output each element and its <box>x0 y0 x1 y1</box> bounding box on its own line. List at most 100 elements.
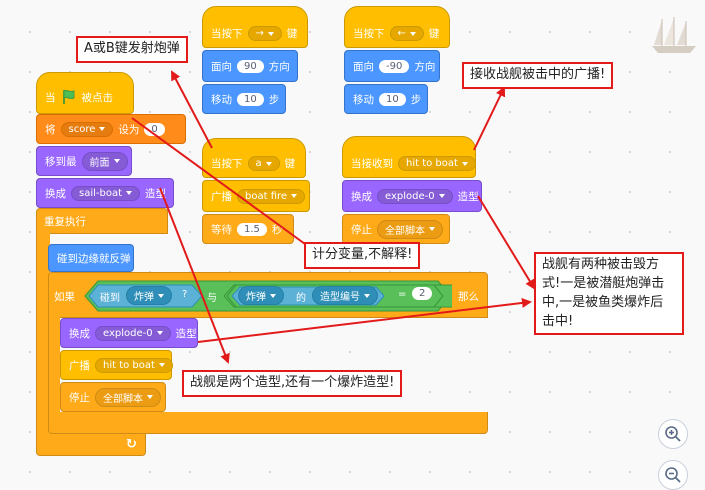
variable-dropdown[interactable]: score <box>60 121 114 137</box>
annotation-fire: A或B键发射炮弹 <box>76 36 188 63</box>
touching-question: ? <box>182 289 188 300</box>
dir-suffix: 方向 <box>414 60 436 73</box>
message-dropdown[interactable]: hit to boat <box>398 156 476 171</box>
forever-bottom[interactable] <box>36 432 146 456</box>
wait-input[interactable]: 1.5 <box>237 222 267 236</box>
costume-label: 换成 <box>45 187 66 200</box>
key-dropdown[interactable]: → <box>247 26 282 41</box>
stop-label: 停止 <box>351 223 372 236</box>
and-label: 与 <box>207 293 217 304</box>
zoom-out-button[interactable] <box>658 460 688 490</box>
key-suffix: 键 <box>286 28 298 40</box>
forever-arm <box>36 232 50 434</box>
chevron-down-icon <box>113 159 120 163</box>
key-suffix: 键 <box>284 158 296 170</box>
chevron-down-icon <box>158 363 165 367</box>
of-property-dropdown[interactable]: 造型编号 <box>312 286 378 305</box>
hat-label: 当按下 <box>211 28 243 40</box>
chevron-down-icon <box>291 194 298 198</box>
point-direction-block[interactable]: 面向 90 方向 <box>202 50 298 82</box>
wait-block[interactable]: 等待 1.5 秒 <box>202 214 294 244</box>
when-right-key-block[interactable]: 当按下 → 键 <box>202 6 308 48</box>
dir-suffix: 方向 <box>268 60 290 73</box>
wait-suffix: 秒 <box>271 223 283 236</box>
layer-dropdown[interactable]: 前面 <box>81 151 128 171</box>
stop-block[interactable]: 停止 全部脚本 <box>342 214 450 244</box>
chevron-down-icon <box>267 31 274 36</box>
when-left-key-block[interactable]: 当按下 ← 键 <box>344 6 450 48</box>
if-bottom[interactable] <box>48 412 488 434</box>
set-value-input[interactable]: 0 <box>144 122 165 136</box>
zoom-out-icon <box>665 467 681 483</box>
annotation-score: 计分变量,不解释! <box>304 242 421 269</box>
key-dropdown[interactable]: ← <box>389 26 424 41</box>
set-label: 将 <box>45 123 56 136</box>
steps-input[interactable]: 10 <box>379 92 406 106</box>
broadcast-label: 广播 <box>211 190 232 203</box>
broadcast-fire-block[interactable]: 广播 boat fire <box>202 180 310 212</box>
chevron-down-icon <box>438 194 445 198</box>
zoom-in-icon <box>665 426 681 442</box>
move-label: 移动 <box>211 93 232 106</box>
broadcast-label: 广播 <box>69 359 90 372</box>
zoom-in-button[interactable] <box>658 419 688 449</box>
move-suffix: 步 <box>268 93 280 106</box>
annotation-costumes: 战舰是两个造型,还有一个爆炸造型! <box>182 370 403 397</box>
inner-costume-dropdown[interactable]: explode-0 <box>95 325 171 341</box>
point-direction-block[interactable]: 面向 -90 方向 <box>344 50 440 82</box>
direction-input[interactable]: -90 <box>379 59 410 73</box>
when-a-key-block[interactable]: 当按下 a 键 <box>202 138 306 178</box>
move-suffix: 步 <box>410 93 422 106</box>
chevron-down-icon <box>158 293 164 298</box>
loop-arrow-icon: ↻ <box>126 437 137 452</box>
chevron-down-icon <box>409 31 416 36</box>
bounce-label: 碰到边缘就反弹 <box>57 252 131 265</box>
dir-label: 面向 <box>211 60 232 73</box>
steps-input[interactable]: 10 <box>237 92 264 106</box>
move-steps-block[interactable]: 移动 10 步 <box>202 84 286 114</box>
when-receive-block[interactable]: 当接收到 hit to boat <box>342 136 476 178</box>
annotation-receive: 接收战舰被击中的广播! <box>462 62 614 89</box>
move-steps-block[interactable]: 移动 10 步 <box>344 84 428 114</box>
if-arm <box>48 316 60 414</box>
stop-block[interactable]: 停止 全部脚本 <box>60 382 166 412</box>
stop-dropdown[interactable]: 全部脚本 <box>95 387 161 407</box>
costume-dropdown[interactable]: sail-boat <box>71 185 141 201</box>
stop-label: 停止 <box>69 391 90 404</box>
wait-label: 等待 <box>211 223 232 236</box>
move-label: 移动 <box>353 93 374 106</box>
bounce-on-edge-block[interactable]: 碰到边缘就反弹 <box>48 244 134 272</box>
if-label: 如果 <box>54 291 75 303</box>
chevron-down-icon <box>364 293 370 298</box>
broadcast-dropdown[interactable]: boat fire <box>237 188 306 204</box>
costume-suffix: 造型 <box>457 190 479 203</box>
touching-dropdown[interactable]: 炸弹 <box>126 286 172 305</box>
arrow-receive <box>473 86 506 151</box>
chevron-down-icon <box>156 331 163 335</box>
costume-dropdown[interactable]: explode-0 <box>377 188 453 204</box>
broadcast-block[interactable]: 广播 hit to boat <box>60 350 173 380</box>
direction-input[interactable]: 90 <box>237 59 264 73</box>
set-variable-block[interactable]: 将 score 设为 0 <box>36 114 186 144</box>
costume-label: 换成 <box>351 190 372 203</box>
switch-costume-block[interactable]: 换成 sail-boat 造型 <box>36 178 174 208</box>
switch-costume-block[interactable]: 换成 explode-0 造型 <box>342 180 482 212</box>
layer-label: 移到最 <box>45 155 77 168</box>
go-to-layer-block[interactable]: 移到最 前面 <box>36 146 132 176</box>
green-flag-icon <box>62 89 74 104</box>
stop-dropdown[interactable]: 全部脚本 <box>377 219 443 239</box>
hat-label: 当 <box>45 92 56 104</box>
inner-costume-label: 换成 <box>69 327 90 340</box>
equals-value-input[interactable]: 2 <box>412 287 433 300</box>
chevron-down-icon <box>99 127 106 131</box>
of-label: 的 <box>296 293 306 304</box>
key-dropdown[interactable]: a <box>247 156 280 171</box>
chevron-down-icon <box>461 161 468 166</box>
inner-costume-suffix: 造型 <box>175 327 197 340</box>
inner-switch-costume-block[interactable]: 换成 explode-0 造型 <box>60 318 198 348</box>
broadcast-dropdown[interactable]: hit to boat <box>95 357 173 373</box>
set-to-label: 设为 <box>118 123 140 136</box>
when-flag-clicked-block[interactable]: 当 被点击 <box>36 72 134 114</box>
equals-sign: = <box>398 289 407 300</box>
of-sprite-dropdown[interactable]: 炸弹 <box>238 286 284 305</box>
